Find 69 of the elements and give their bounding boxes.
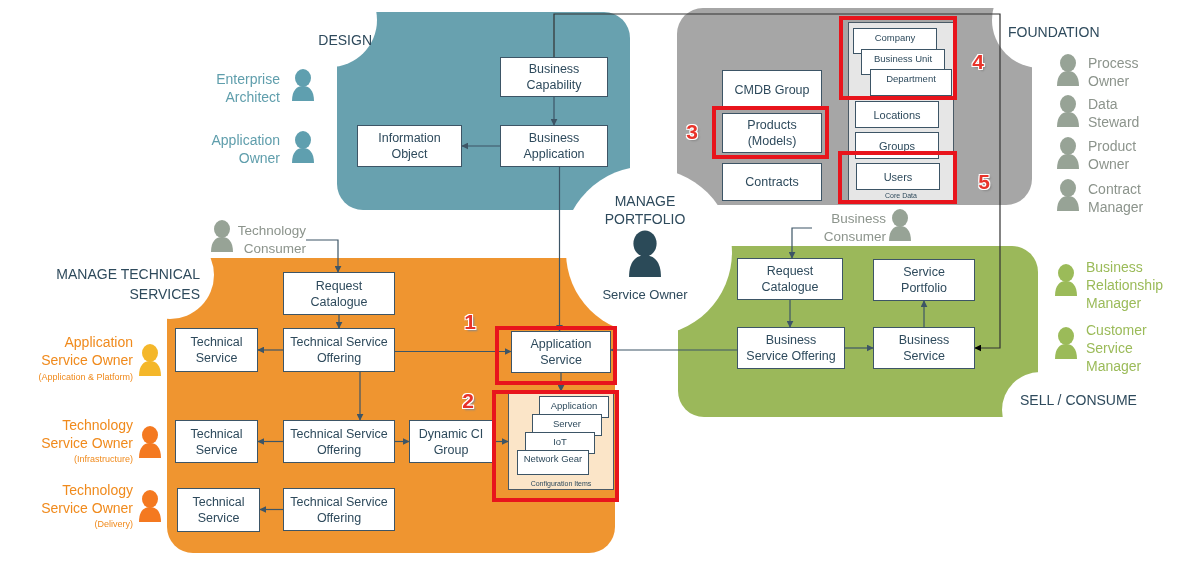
process-box: Technical Service Offering — [283, 420, 395, 463]
role-label: Service Owner — [601, 286, 689, 303]
connector-arrow — [259, 506, 284, 513]
connector-arrow — [461, 142, 501, 150]
role-label: Data Steward — [1088, 95, 1141, 131]
connector-arrow — [305, 239, 342, 273]
section-heading: DESIGN — [317, 31, 372, 50]
connector-arrow — [257, 438, 284, 445]
callout-number: 1 — [463, 309, 477, 335]
connector-arrow — [557, 372, 565, 392]
connector-arrow — [257, 346, 284, 354]
callout-number: 5 — [977, 169, 991, 195]
role-label: Product Owner — [1088, 137, 1138, 173]
process-box: Dynamic CI Group — [409, 420, 493, 463]
role-note: (Infrastructure) — [73, 453, 133, 465]
connector-arrow — [553, 13, 1001, 352]
role-label: Enterprise Architect — [215, 70, 280, 106]
section-heading: SELL / CONSUME — [1020, 391, 1138, 410]
role-note: (Application & Platform) — [37, 371, 133, 383]
connector-arrow — [335, 314, 343, 329]
callout-number: 2 — [461, 388, 475, 414]
stacked-card: Department — [870, 69, 952, 96]
role-note: (Delivery) — [93, 518, 133, 530]
process-box: Business Service Offering — [737, 327, 845, 369]
role-label: Business Relationship Manager — [1086, 258, 1165, 312]
connector-arrow — [844, 344, 874, 352]
process-box: Locations — [855, 101, 939, 128]
role-label: Technology Service Owner — [40, 416, 133, 452]
container-panel — [848, 22, 954, 202]
callout-number: 3 — [685, 119, 699, 145]
process-box: Users — [856, 163, 940, 190]
role-label: Application Service Owner — [40, 333, 133, 369]
connector-arrow — [394, 438, 410, 445]
callout-number: 4 — [971, 49, 985, 75]
process-box: Request Catalogue — [283, 272, 395, 315]
process-box: Request Catalogue — [737, 258, 843, 300]
connector-arrow — [356, 371, 364, 421]
connector-arrow — [556, 166, 563, 332]
connector-arrow — [610, 346, 738, 354]
process-box: Information Object — [357, 125, 462, 167]
role-label: Technology Service Owner — [40, 481, 133, 517]
connector-arrow — [786, 299, 794, 328]
process-box: Technical Service Offering — [283, 488, 395, 531]
process-box: Business Capability — [500, 57, 608, 97]
connector-arrow — [920, 300, 928, 328]
role-text: Technology Consumer — [232, 222, 306, 258]
role-label: Application Owner — [210, 131, 280, 167]
connector-arrow — [394, 348, 512, 355]
process-box: Business Application — [500, 125, 608, 167]
section-heading: MANAGE TECHNICAL SERVICES — [55, 265, 200, 304]
role-label: Customer Service Manager — [1086, 321, 1148, 375]
process-box: Application Service — [511, 331, 611, 373]
connector-arrow — [788, 227, 813, 259]
container-panel — [508, 391, 614, 490]
section-heading: FOUNDATION — [1008, 23, 1101, 42]
process-box: Technical Service Offering — [283, 328, 395, 372]
process-box: Products (Models) — [722, 113, 822, 153]
process-box: Technical Service — [177, 488, 260, 532]
role-label: Contract Manager — [1088, 180, 1145, 216]
process-box: Contracts — [722, 163, 822, 201]
process-box: Technical Service — [175, 420, 258, 463]
connector-arrow — [550, 96, 558, 126]
role-text: Business Consumer — [812, 210, 886, 246]
process-box: Service Portfolio — [873, 259, 975, 301]
process-box: Business Service — [873, 327, 975, 369]
process-box: Technical Service — [175, 328, 258, 372]
role-label: Process Owner — [1088, 54, 1140, 90]
stacked-card: Network Gear — [517, 450, 589, 475]
section-heading: MANAGE PORTFOLIO — [603, 192, 687, 228]
